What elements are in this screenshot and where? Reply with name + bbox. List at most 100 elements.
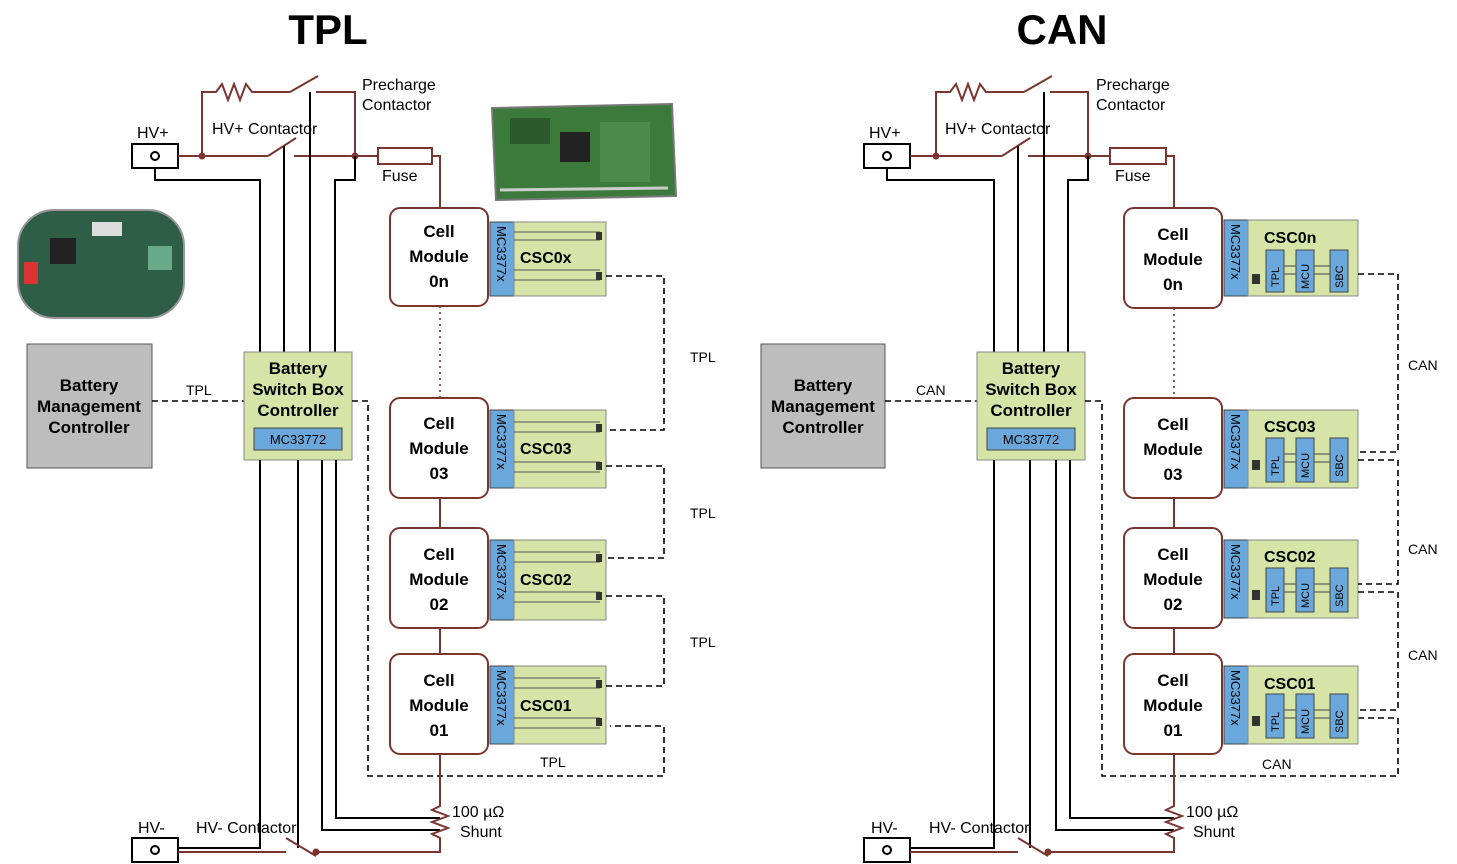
svg-text:SBC: SBC (1334, 584, 1346, 607)
svg-text:02: 02 (1164, 595, 1183, 614)
svg-text:CSC02: CSC02 (1264, 549, 1316, 566)
shunt-label-1: 100 µΩ (452, 804, 504, 821)
sbc-block (1329, 567, 1349, 613)
svg-text:Cell: Cell (423, 222, 454, 241)
hv-plus-terminal (131, 143, 179, 169)
precharge-label: Precharge (1096, 77, 1170, 94)
svg-text:CSC03: CSC03 (1264, 419, 1316, 436)
bsb-label-3: Controller (257, 401, 339, 420)
terminal-icon (150, 845, 160, 855)
tpl-link-03-02 (606, 465, 665, 559)
svg-text:MC3377x: MC3377x (494, 544, 509, 600)
terminal-icon (150, 151, 160, 161)
svg-text:Cell: Cell (423, 545, 454, 564)
bsb-label-2: Switch Box (252, 380, 344, 399)
svg-text:TPL: TPL (1270, 456, 1282, 476)
svg-text:CSC01: CSC01 (1264, 676, 1316, 693)
hv-minus-contactor-switch (1017, 837, 1049, 857)
svg-text:MC3377x: MC3377x (494, 414, 509, 470)
bmc-label-2: Management (771, 397, 875, 416)
bsb-chip-label: MC33772 (270, 432, 326, 447)
link-label-02: TPL (690, 634, 716, 650)
svg-text:SBC: SBC (1334, 454, 1346, 477)
shunt-resistor (1050, 800, 1185, 853)
can-link-02-01 (1358, 591, 1399, 711)
terminal-icon (882, 845, 892, 855)
bsb-chip (253, 427, 343, 451)
hv-minus-contactor-label: HV- Contactor (196, 820, 297, 837)
hv-plus-contactor-label: HV+ Contactor (945, 121, 1051, 138)
shunt-label-1: 100 µΩ (1186, 804, 1238, 821)
bsb-chip-label: MC33772 (1003, 432, 1059, 447)
shunt-label-2: Shunt (460, 824, 502, 841)
svg-text:MC3377x: MC3377x (494, 226, 509, 282)
monitor-chip (489, 409, 515, 489)
bsb-chip (986, 427, 1076, 451)
link-label-0n: TPL (690, 349, 716, 365)
hv-plus-terminal (863, 143, 911, 169)
battery-management-controller (760, 343, 886, 469)
hv-minus-terminal (131, 837, 179, 863)
svg-text:MC3377x: MC3377x (1228, 670, 1243, 726)
link-label-03: CAN (1408, 541, 1438, 557)
svg-text:03: 03 (1164, 465, 1183, 484)
link-label-02: CAN (1408, 647, 1438, 663)
svg-text:MC3377x: MC3377x (1228, 224, 1243, 280)
svg-text:0n: 0n (1163, 275, 1183, 294)
monitor-chip (489, 221, 515, 297)
bmc-label-3: Controller (782, 418, 864, 437)
csc-board (513, 665, 607, 745)
hv-minus-contactor-label: HV- Contactor (929, 820, 1030, 837)
cell-module-0n: Cell Module 0n MC3377x CSC0n TPL MCU SBC (1123, 207, 1359, 309)
tpl-block (1265, 693, 1285, 739)
svg-text:MC3377x: MC3377x (1228, 544, 1243, 600)
svg-text:Cell: Cell (1157, 545, 1188, 564)
hv-minus-label: HV- (138, 820, 165, 837)
tpl-link-02-01 (606, 595, 665, 687)
svg-text:01: 01 (430, 721, 449, 740)
hv-plus-contactor-switch (1001, 137, 1031, 157)
svg-text:CSC02: CSC02 (520, 572, 572, 589)
panel-title: TPL (288, 6, 367, 53)
tpl-block (1265, 249, 1285, 293)
sbc-block (1329, 693, 1349, 739)
hv-plus-contactor-label: HV+ Contactor (212, 121, 318, 138)
tpl-block (1265, 437, 1285, 483)
fuse-label: Fuse (1115, 168, 1151, 185)
svg-text:TPL: TPL (1270, 712, 1282, 732)
bmc-link-label: TPL (186, 382, 212, 398)
fuse (377, 147, 433, 165)
csc-board (513, 221, 607, 297)
bsb-label-1: Battery (269, 359, 328, 378)
precharge-label-2: Contactor (1096, 97, 1166, 114)
svg-text:Module: Module (409, 570, 469, 589)
bsb-label-2: Switch Box (985, 380, 1077, 399)
svg-text:CSC01: CSC01 (520, 698, 572, 715)
bmc-label-1: Battery (60, 376, 119, 395)
link-label-0n: CAN (1408, 357, 1438, 373)
cell-module-0n: Cell Module 0n MC3377x CSC0x (389, 207, 607, 307)
cell-module-02: Cell Module 02 MC3377x CSC02 (389, 527, 607, 629)
svg-text:Cell: Cell (423, 671, 454, 690)
panel-can: CAN HV+ HV+ Contactor Precharge Contacto… (760, 6, 1438, 863)
cell-module-02: Cell Module 02 MC3377x CSC02 TPL MCU SBC (1123, 527, 1359, 629)
monitor-chip (489, 539, 515, 621)
svg-text:Cell: Cell (1157, 225, 1188, 244)
svg-text:Module: Module (409, 247, 469, 266)
fuse (1109, 147, 1167, 165)
csc-board (513, 409, 607, 489)
link-label-03: TPL (690, 505, 716, 521)
bmc-link-label: CAN (916, 382, 946, 398)
monitor-chip (1223, 539, 1249, 619)
cell-module-01: Cell Module 01 MC3377x CSC01 (389, 653, 607, 755)
cell-module-03: Cell Module 03 MC3377x CSC03 (389, 397, 607, 499)
bmc-label-2: Management (37, 397, 141, 416)
svg-text:Cell: Cell (1157, 415, 1188, 434)
svg-text:SBC: SBC (1334, 265, 1346, 288)
precharge-contactor-switch (289, 75, 319, 93)
svg-text:Cell: Cell (423, 414, 454, 433)
hv-plus-label: HV+ (137, 125, 169, 142)
svg-text:MC3377x: MC3377x (494, 670, 509, 726)
csc-board (513, 539, 607, 621)
bmc-board-photo (17, 209, 185, 319)
